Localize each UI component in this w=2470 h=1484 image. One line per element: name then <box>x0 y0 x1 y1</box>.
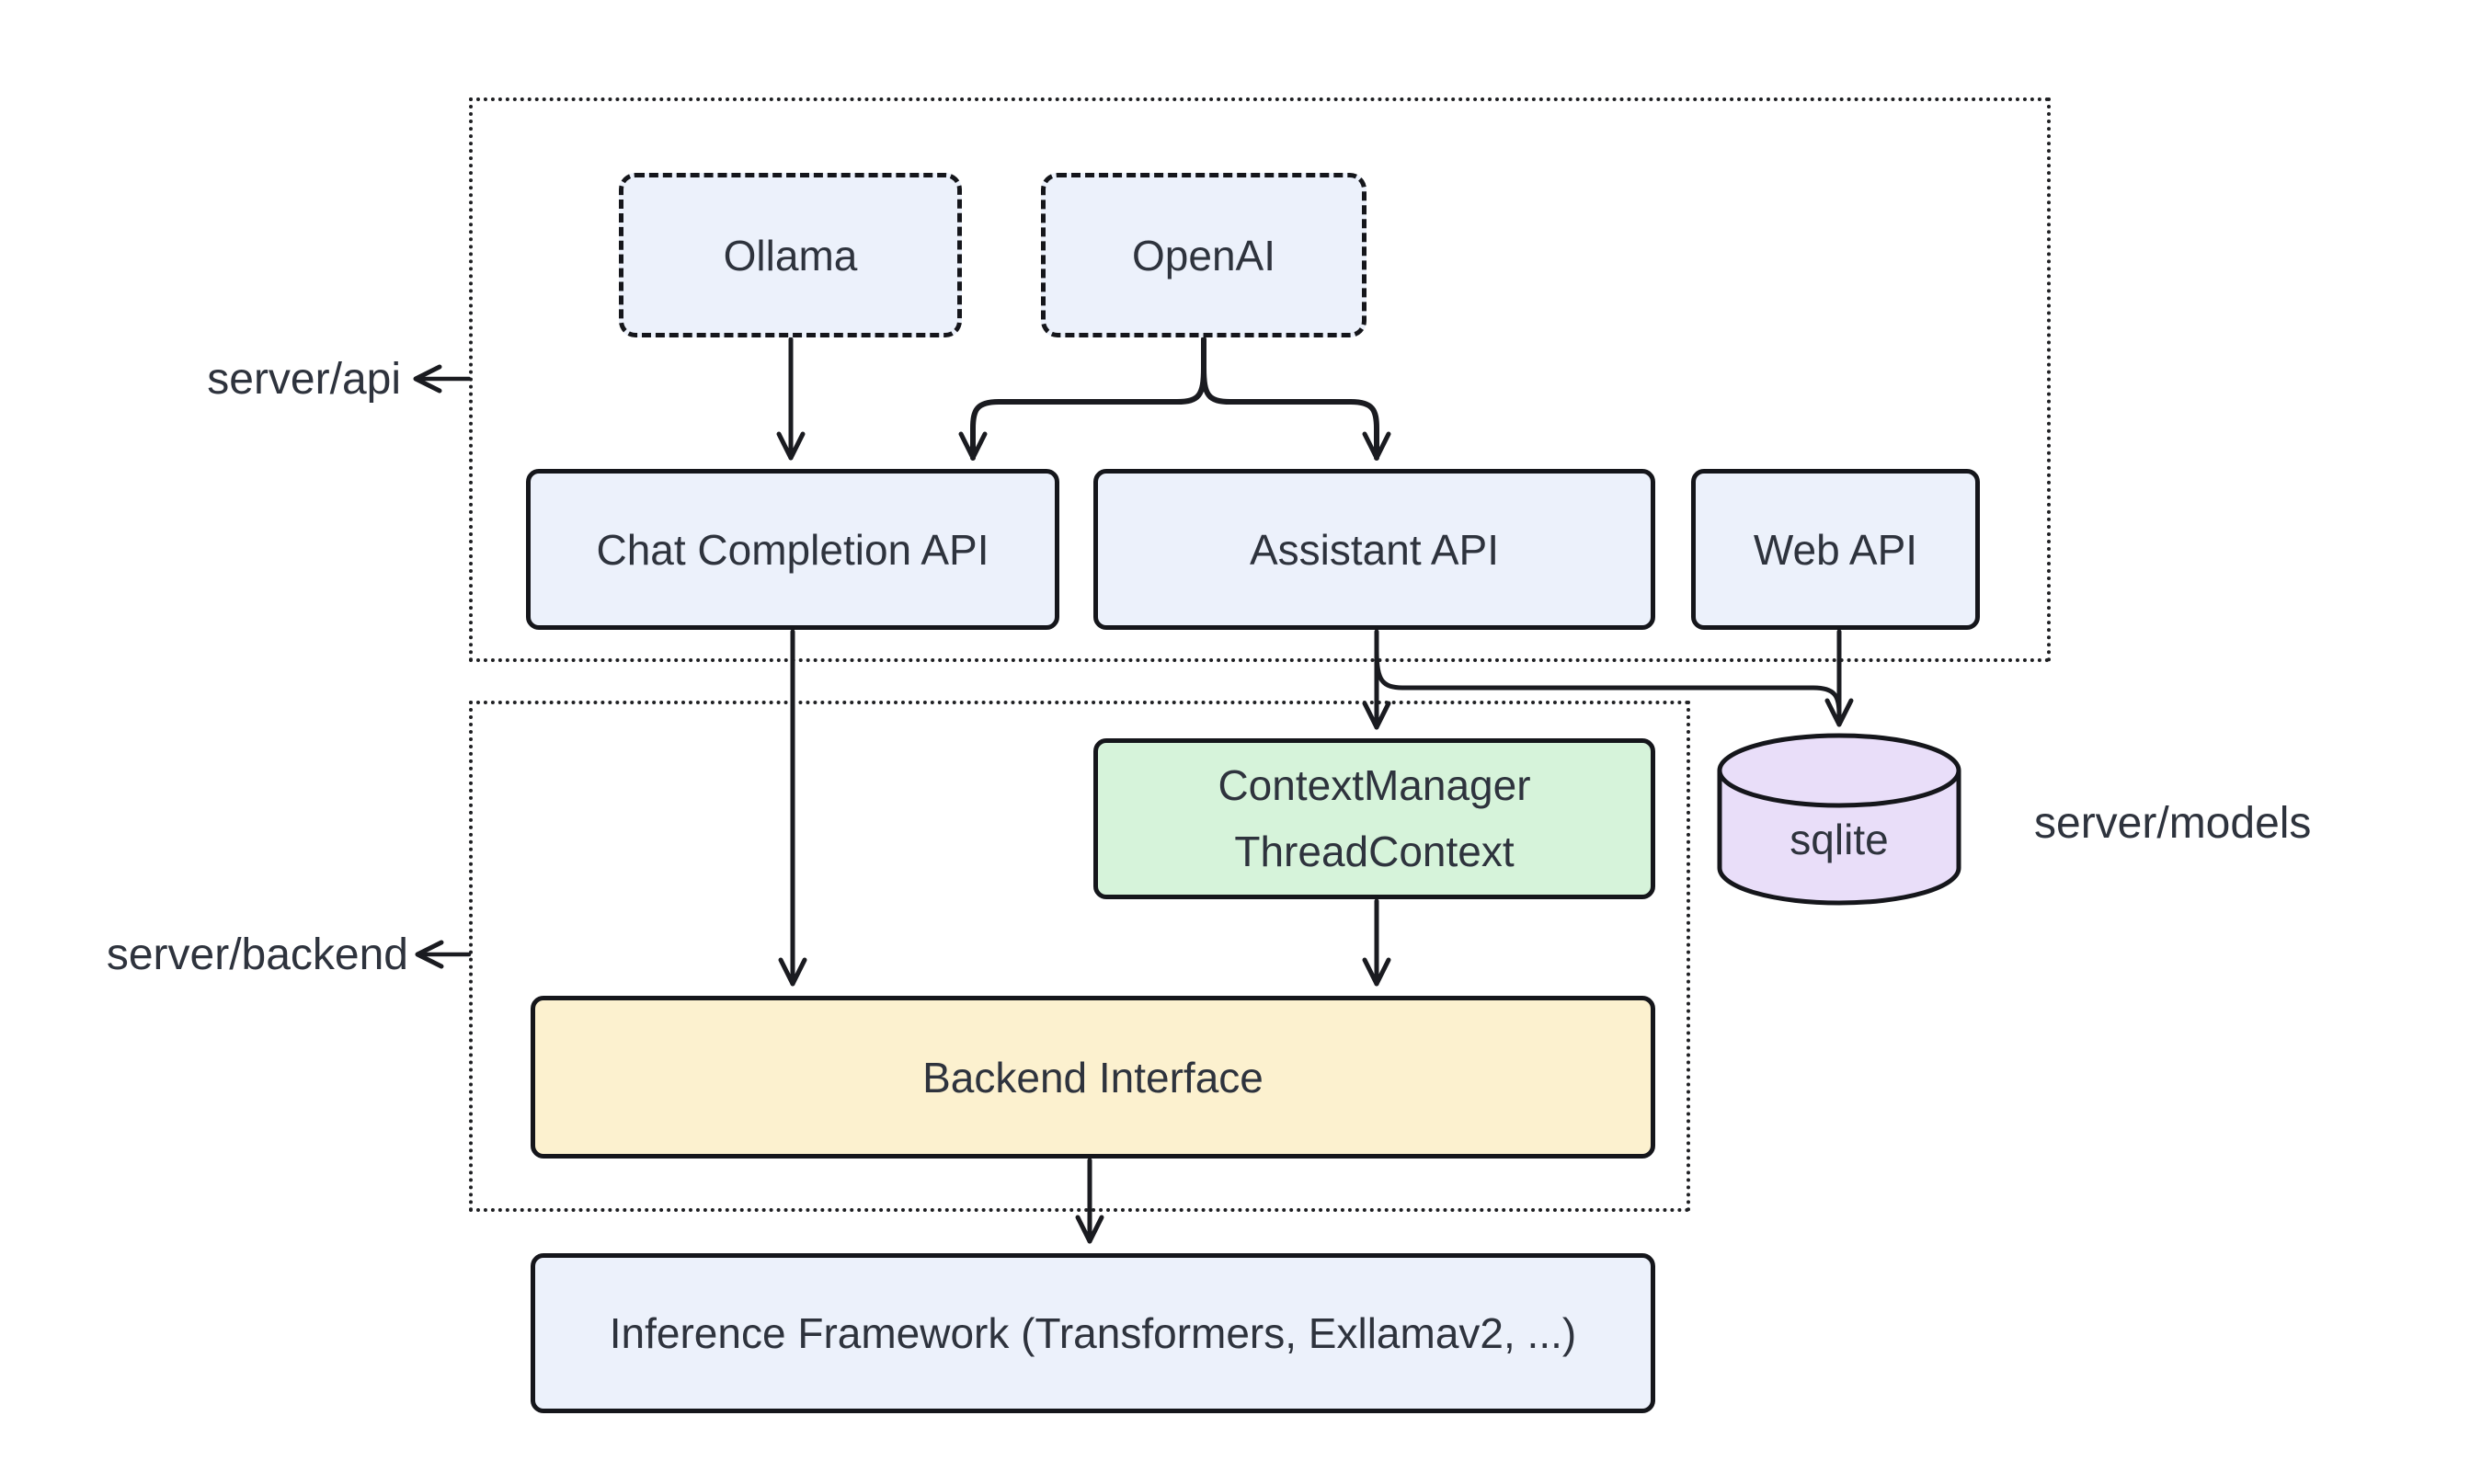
edge-openai-to-chat-completion <box>958 337 1206 461</box>
node-sqlite-label: sqlite <box>1790 816 1889 863</box>
edge-assistant-to-sqlite <box>1374 648 1842 716</box>
node-context-manager-line2: ThreadContext <box>1234 827 1515 875</box>
node-chat-completion-api: Chat Completion API <box>526 469 1059 630</box>
node-ollama-label: Ollama <box>723 231 858 280</box>
group-label-server-models: server/models <box>2034 799 2312 848</box>
node-context-manager-line1: ContextManager <box>1218 761 1531 810</box>
node-inference-framework-label: Inference Framework (Transformers, Exlla… <box>609 1309 1577 1357</box>
node-web-api: Web API <box>1691 469 1980 630</box>
edge-openai-to-assistant <box>1201 337 1391 461</box>
sqlite-cylinder <box>1717 733 1961 906</box>
node-assistant-api-label: Assistant API <box>1249 525 1499 574</box>
node-web-api-label: Web API <box>1753 525 1918 574</box>
group-label-server-backend: server/backend <box>106 930 408 979</box>
node-inference-framework: Inference Framework (Transformers, Exlla… <box>531 1253 1655 1413</box>
node-backend-interface-label: Backend Interface <box>922 1053 1264 1102</box>
group-server-backend-box <box>469 701 1690 1212</box>
group-label-server-api: server/api <box>207 355 401 404</box>
node-openai-label: OpenAI <box>1132 231 1275 280</box>
node-backend-interface: Backend Interface <box>531 996 1655 1159</box>
node-openai: OpenAI <box>1041 173 1367 337</box>
node-ollama: Ollama <box>619 173 962 337</box>
node-assistant-api: Assistant API <box>1093 469 1655 630</box>
node-context-manager: ContextManager ThreadContext <box>1093 738 1655 899</box>
node-chat-completion-api-label: Chat Completion API <box>596 525 989 574</box>
